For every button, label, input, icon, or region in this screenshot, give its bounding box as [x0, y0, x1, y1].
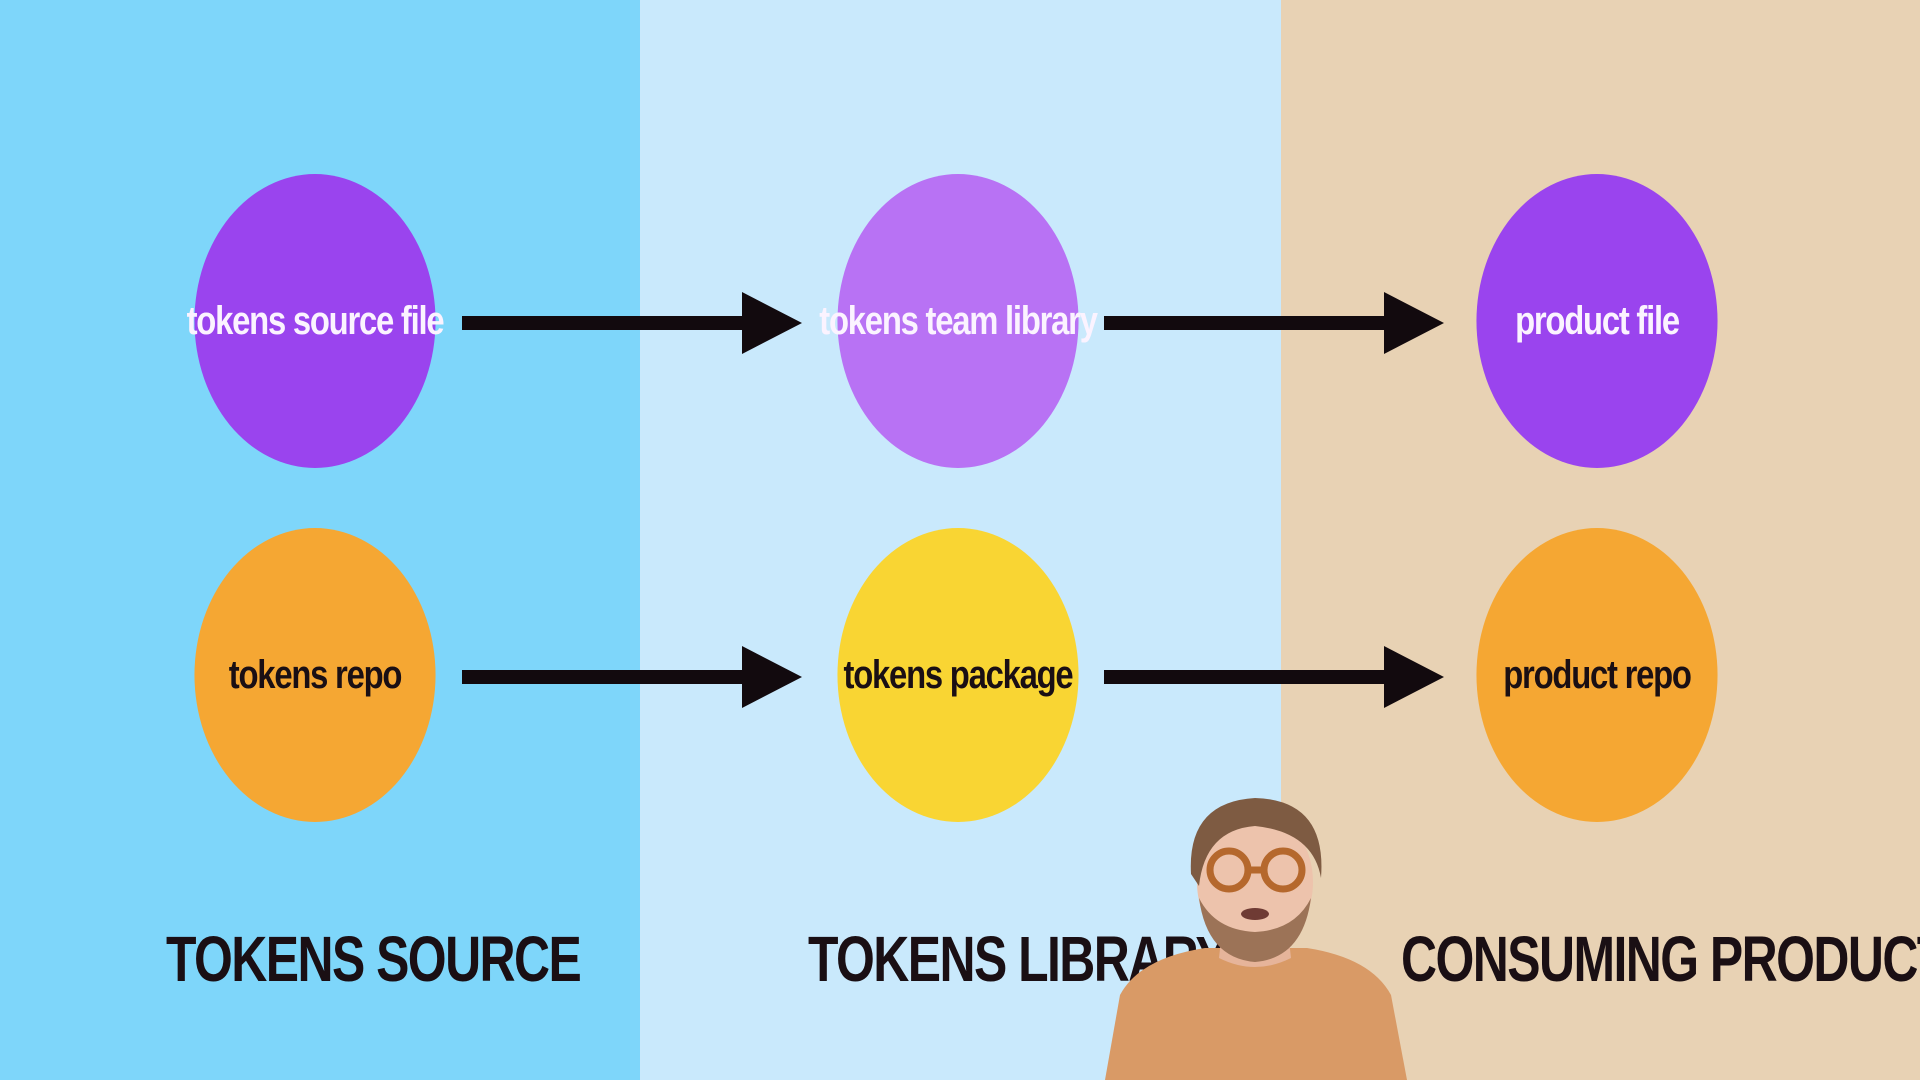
presenter-glasses — [1206, 847, 1306, 893]
presenter-hair — [1190, 798, 1322, 886]
presenter-shirt — [1105, 948, 1407, 1080]
node-tokens-team-library: tokens team library — [819, 174, 1098, 468]
node-tokens-repo: tokens repo — [194, 528, 436, 822]
presenter-beard — [1199, 898, 1311, 962]
node-tokens-package: tokens package — [837, 528, 1079, 822]
node-label: tokens package — [843, 652, 1074, 697]
node-tokens-source-file: tokens source file — [187, 174, 445, 468]
node-product-file: product file — [1476, 174, 1718, 468]
node-product-repo: product repo — [1476, 528, 1718, 822]
presenter-video-overlay — [1105, 798, 1407, 1080]
node-label: tokens repo — [228, 652, 403, 697]
section-title-tokens-source: TOKENS SOURCE — [166, 923, 582, 995]
node-label: tokens team library — [819, 298, 1098, 343]
presenter-mouth — [1241, 908, 1269, 920]
node-label: tokens source file — [186, 298, 445, 343]
node-label: product file — [1515, 298, 1680, 343]
presenter-face — [1197, 810, 1313, 954]
section-title-consuming-product: CONSUMING PRODUCT — [1401, 923, 1920, 995]
node-label: product repo — [1503, 652, 1692, 697]
